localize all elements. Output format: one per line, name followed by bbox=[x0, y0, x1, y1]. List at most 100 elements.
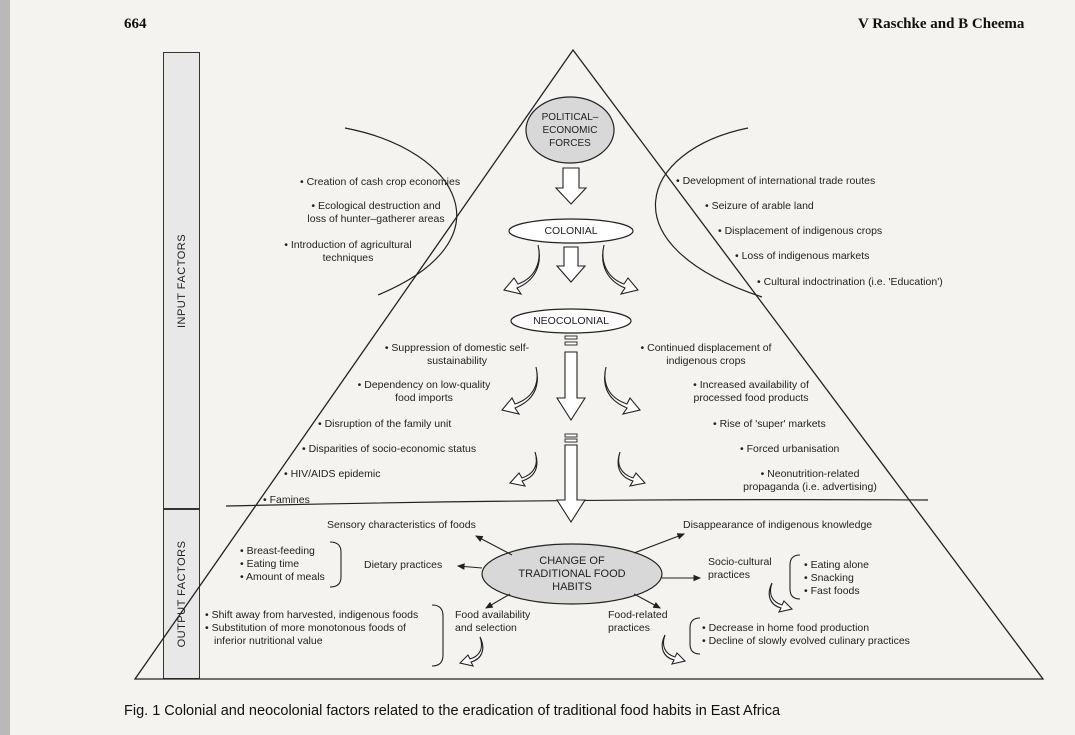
colonial-node bbox=[508, 218, 634, 244]
item-line: loss of hunter–gatherer areas bbox=[307, 213, 445, 225]
neocolonial-left-item: • Disruption of the family unit bbox=[318, 418, 452, 430]
stack-bar bbox=[564, 438, 578, 443]
neocolonial-right-item: • Rise of 'super' markets bbox=[713, 418, 826, 430]
list-item: • Substitution of more monotonous foods … bbox=[205, 622, 406, 634]
curved-arrow-icon bbox=[768, 582, 794, 613]
neocolonial-left-item: • Disparities of socio-economic status bbox=[302, 443, 477, 455]
list-item: inferior nutritional value bbox=[214, 635, 323, 647]
curved-arrow-icon bbox=[602, 244, 639, 295]
label-line: and selection bbox=[455, 622, 517, 634]
colonial-label: COLONIAL bbox=[544, 225, 598, 237]
curved-arrow-icon bbox=[508, 451, 538, 487]
label-line: practices bbox=[608, 622, 651, 634]
neocolonial-right-item: • Neonutrition-related propaganda (i.e. … bbox=[720, 468, 900, 494]
list-item: • Decrease in home food production bbox=[702, 622, 870, 634]
item-line: techniques bbox=[322, 252, 374, 264]
list-item: • Fast foods bbox=[804, 585, 860, 597]
label-line: practices bbox=[708, 569, 751, 581]
political-economic-forces-node bbox=[525, 96, 615, 164]
colonial-left-item: • Ecological destruction and loss of hun… bbox=[296, 200, 456, 226]
colonial-right-item: • Loss of indigenous markets bbox=[735, 250, 870, 262]
curved-arrow-icon bbox=[501, 366, 538, 415]
arrow-to-sensory bbox=[475, 535, 513, 556]
food-related-practices-label: Food-related practices bbox=[608, 609, 668, 635]
curved-arrow-icon bbox=[661, 634, 687, 665]
list-item: • Snacking bbox=[804, 572, 854, 584]
figure-caption: Fig. 1 Colonial and neocolonial factors … bbox=[124, 703, 781, 719]
input-factors-bar: INPUT FACTORS bbox=[163, 52, 200, 509]
label-line: Socio-cultural bbox=[708, 556, 772, 568]
node-line: FORCES bbox=[549, 138, 591, 149]
sociocultural-practices-list: • Eating alone • Snacking • Fast foods bbox=[804, 559, 869, 598]
arrow-to-food-related bbox=[633, 593, 661, 609]
colonial-right-item: • Development of international trade rou… bbox=[676, 175, 876, 187]
pyramid-outline bbox=[133, 48, 1045, 680]
item-line: processed food products bbox=[693, 392, 809, 404]
arrow-political-to-colonial bbox=[554, 167, 588, 205]
bracket-availability bbox=[431, 604, 444, 667]
food-related-practices-list: • Decrease in home food production • Dec… bbox=[702, 622, 910, 648]
bracket-dietary bbox=[329, 541, 342, 588]
node-line: TRADITIONAL FOOD bbox=[518, 568, 626, 580]
curved-arrow-icon bbox=[503, 244, 540, 295]
item-line: propaganda (i.e. advertising) bbox=[743, 481, 877, 493]
dietary-practices-label: Dietary practices bbox=[364, 559, 443, 571]
colonial-right-item: • Cultural indoctrination (i.e. 'Educati… bbox=[757, 276, 943, 288]
curved-arrow-icon bbox=[617, 451, 647, 487]
sensory-characteristics-label: Sensory characteristics of foods bbox=[327, 519, 476, 531]
colonial-left-arc bbox=[344, 127, 458, 296]
neocolonial-right-item: • Increased availability of processed fo… bbox=[666, 379, 836, 405]
colonial-right-item: • Seizure of arable land bbox=[705, 200, 814, 212]
label-line: Food-related bbox=[608, 609, 668, 621]
item-line: • Suppression of domestic self- bbox=[384, 342, 530, 354]
item-line: food imports bbox=[395, 392, 453, 404]
dietary-practices-list: • Breast-feeding • Eating time • Amount … bbox=[240, 545, 325, 584]
arrow-colonial-down bbox=[555, 246, 587, 283]
item-line: indigenous crops bbox=[666, 355, 746, 367]
node-line: ECONOMIC bbox=[542, 125, 598, 136]
neocolonial-right-item: • Continued displacement of indigenous c… bbox=[626, 342, 786, 368]
arrow-to-indigenous-knowledge bbox=[633, 533, 686, 554]
item-line: • Dependency on low-quality bbox=[357, 379, 491, 391]
page-number: 664 bbox=[124, 16, 147, 32]
curved-arrow-icon bbox=[604, 366, 641, 415]
food-availability-label: Food availability and selection bbox=[455, 609, 530, 635]
neocolonial-left-item: • HIV/AIDS epidemic bbox=[284, 468, 381, 480]
list-item: • Amount of meals bbox=[240, 571, 325, 583]
item-line: • Continued displacement of bbox=[640, 342, 772, 354]
neocolonial-node bbox=[510, 308, 632, 334]
item-line: • Ecological destruction and bbox=[311, 200, 441, 212]
colonial-right-arc bbox=[655, 127, 763, 298]
item-line: • Neonutrition-related bbox=[760, 468, 860, 480]
page-edge-shadow bbox=[0, 0, 10, 735]
arrow-to-change bbox=[555, 444, 587, 524]
item-line: • Increased availability of bbox=[693, 379, 809, 391]
neocolonial-left-item: • Famines bbox=[263, 494, 310, 506]
label-line: Food availability bbox=[455, 609, 531, 621]
node-line: CHANGE OF bbox=[539, 555, 605, 567]
colonial-left-item: • Creation of cash crop economies bbox=[300, 176, 461, 188]
colonial-left-item: • Introduction of agricultural technique… bbox=[274, 239, 422, 265]
stack-bar bbox=[564, 335, 578, 340]
list-item: • Shift away from harvested, indigenous … bbox=[205, 609, 419, 621]
item-line: sustainability bbox=[426, 355, 488, 367]
item-line: • Introduction of agricultural bbox=[284, 239, 412, 251]
list-item: • Eating time bbox=[240, 558, 300, 570]
list-item: • Breast-feeding bbox=[240, 545, 315, 557]
bracket-sociocultural bbox=[789, 554, 801, 600]
food-availability-list: • Shift away from harvested, indigenous … bbox=[205, 609, 418, 648]
arrow-neocolonial-down bbox=[555, 351, 587, 422]
arrow-to-dietary bbox=[456, 563, 483, 570]
list-item: • Decline of slowly evolved culinary pra… bbox=[702, 635, 910, 647]
list-item: • Eating alone bbox=[804, 559, 869, 571]
node-line: HABITS bbox=[552, 581, 592, 593]
node-line: POLITICAL– bbox=[541, 112, 599, 123]
change-traditional-food-habits-node bbox=[481, 543, 663, 605]
change-traditional-food-habits-label: CHANGE OF TRADITIONAL FOOD HABITS bbox=[492, 555, 652, 594]
sociocultural-practices-label: Socio-cultural practices bbox=[708, 556, 772, 582]
arrow-to-availability bbox=[485, 593, 511, 609]
stack-bar bbox=[564, 341, 578, 346]
stack-bar bbox=[564, 433, 578, 438]
neocolonial-left-item: • Suppression of domestic self- sustaina… bbox=[372, 342, 542, 368]
